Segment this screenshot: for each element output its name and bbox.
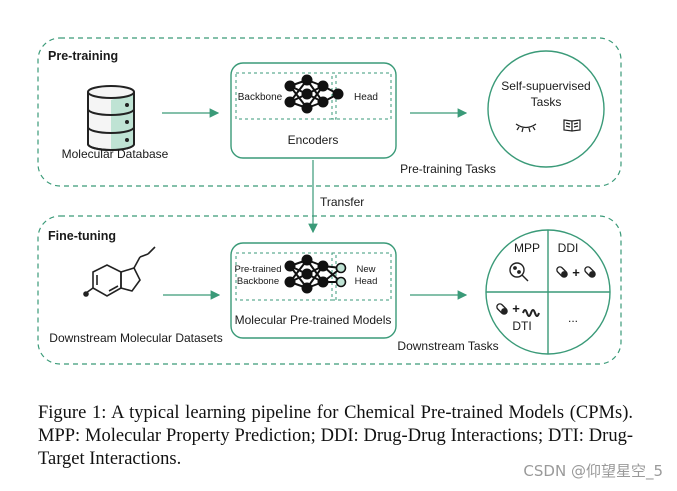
model-backbone-label-1: Pre-trained: [235, 264, 282, 275]
tasks-line2: Tasks: [531, 95, 562, 109]
open-book-icon: [563, 119, 581, 132]
finetuning-section-label: Fine-tuning: [48, 229, 116, 243]
neural-network-icon: [284, 74, 344, 114]
figure-caption: Figure 1: A typical learning pipeline fo…: [38, 403, 633, 469]
dti-label: DTI: [512, 319, 531, 333]
transfer-label: Transfer: [320, 195, 364, 209]
finetuning-panel: [37, 215, 622, 365]
model-head-label-1: New: [356, 264, 375, 275]
svg-text:+: +: [572, 265, 580, 280]
closed-eye-icon: [515, 123, 537, 133]
database-label: Molecular Database: [62, 147, 169, 161]
self-supervised-tasks-circle: [487, 50, 605, 168]
datasets-label: Downstream Molecular Datasets: [49, 331, 222, 345]
encoder-head-region: [331, 72, 392, 120]
database-icon: [87, 85, 135, 151]
pretraining-tasks-label: Pre-training Tasks: [400, 162, 496, 176]
downstream-tasks-label: Downstream Tasks: [397, 339, 498, 353]
encoder-box: [230, 62, 397, 159]
model-backbone-region: [235, 252, 337, 301]
ddi-label: DDI: [558, 241, 579, 255]
new-head-nodes-icon: [335, 262, 347, 288]
drug-drug-icon: +: [556, 265, 596, 280]
model-head-label-2: Head: [355, 276, 378, 287]
encoder-backbone-label: Backbone: [238, 92, 283, 103]
model-backbone-label-2: Backbone: [237, 276, 279, 287]
svg-text:+: +: [512, 301, 520, 316]
pretraining-panel: [37, 37, 622, 187]
molecule-icon: [83, 246, 156, 297]
encoder-head-label: Head: [354, 92, 378, 103]
pretrained-network-icon: [284, 254, 342, 294]
model-title: Molecular Pre-trained Models: [235, 313, 392, 327]
pipeline-diagram: Pre-training Molecular Database Backbone…: [37, 37, 622, 365]
drug-target-icon: +: [496, 301, 540, 317]
model-head-region: [331, 252, 392, 301]
more-label: ...: [568, 311, 578, 325]
watermark: CSDN @仰望星空_5: [523, 462, 663, 480]
tasks-line1: Self-supuervised: [501, 79, 590, 93]
model-box: [230, 242, 397, 339]
pretraining-section-label: Pre-training: [48, 49, 118, 63]
encoder-title: Encoders: [288, 133, 339, 147]
mpp-label: MPP: [514, 241, 540, 255]
magnifier-icon: [509, 262, 529, 282]
